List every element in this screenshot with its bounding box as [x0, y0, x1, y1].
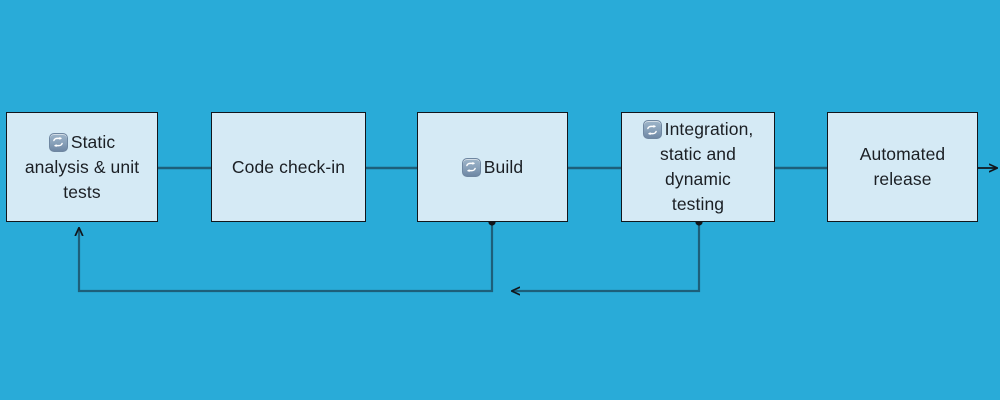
- cycle-icon: [461, 157, 481, 177]
- node-code-check-in-label: Code check-in: [231, 156, 346, 177]
- node-static-analysis-content: Static analysis & unit tests: [18, 130, 146, 205]
- node-integration-testing-content: Integration, static and dynamic testing: [636, 117, 761, 217]
- edge-build-feedback-to-static: [79, 222, 494, 293]
- node-code-check-in-content: Code check-in: [225, 155, 352, 180]
- node-static-analysis[interactable]: Static analysis & unit tests: [6, 112, 158, 222]
- node-automated-release[interactable]: Automated release: [827, 112, 978, 222]
- node-integration-testing-label-line1: Integration,: [664, 119, 754, 139]
- node-static-analysis-label-line1: Static: [70, 131, 116, 152]
- node-static-analysis-label-line3: tests: [63, 181, 101, 202]
- cycle-icon: [48, 132, 68, 152]
- cycle-icon: [642, 120, 662, 139]
- node-automated-release-label-line1: Automated: [859, 144, 946, 164]
- node-build-label: Build: [483, 156, 524, 177]
- node-automated-release-label-line2: release: [873, 169, 932, 189]
- node-build[interactable]: Build: [417, 112, 568, 222]
- node-build-content: Build: [455, 155, 530, 180]
- node-code-check-in[interactable]: Code check-in: [211, 112, 366, 222]
- node-automated-release-content: Automated release: [853, 142, 953, 192]
- node-integration-testing-label-line2: static and: [660, 144, 736, 164]
- node-static-analysis-label-line2: analysis & unit: [24, 156, 140, 177]
- node-integration-testing-label-line4: testing: [671, 194, 725, 214]
- node-integration-testing[interactable]: Integration, static and dynamic testing: [621, 112, 775, 222]
- edge-integration-feedback-to-build: [512, 222, 701, 291]
- node-integration-testing-label-line3: dynamic: [665, 169, 731, 189]
